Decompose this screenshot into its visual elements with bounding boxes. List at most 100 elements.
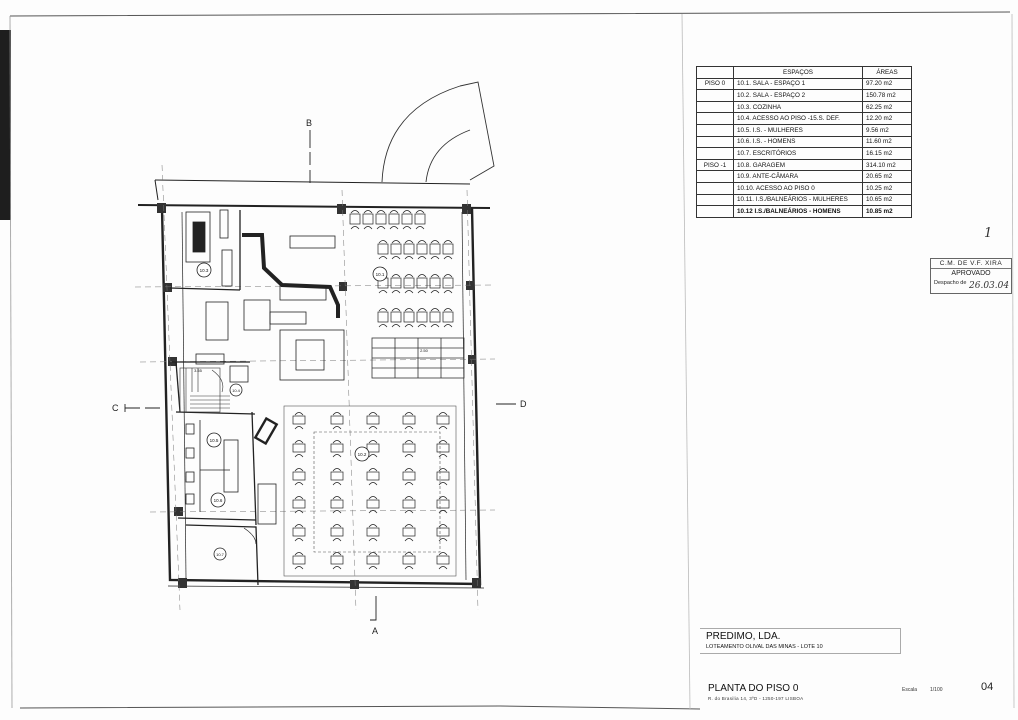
dining-table xyxy=(414,213,426,225)
chair xyxy=(404,256,414,260)
chair xyxy=(404,440,414,444)
table-cell-space: 10.9. ANTE-CÂMARA xyxy=(733,170,863,183)
table-cell-space: 10.4. ACESSO AO PISO -15.S. DEF. xyxy=(733,112,863,125)
chair xyxy=(332,510,342,514)
dining-table xyxy=(442,277,454,289)
dining-table xyxy=(416,311,428,323)
chair xyxy=(438,482,448,486)
chair xyxy=(415,210,425,214)
chair xyxy=(438,440,448,444)
table-cell-area: 20.65 m2 xyxy=(862,170,912,183)
room-label-10-6: 10.6 xyxy=(214,498,223,503)
table-header-space: ESPAÇOS xyxy=(733,66,863,79)
chair xyxy=(438,524,448,528)
dining-table xyxy=(403,277,415,289)
chair xyxy=(332,524,342,528)
dining-table xyxy=(330,555,344,565)
handwritten-sheet-mark: 1 xyxy=(984,226,993,241)
stamp-despacho: Despacho de xyxy=(931,279,1011,288)
company-name: PREDIMO, LDA. xyxy=(706,631,781,642)
dining-table xyxy=(429,277,441,289)
dining-table xyxy=(330,443,344,453)
section-label-b: B xyxy=(306,118,312,128)
dining-table xyxy=(292,443,306,453)
dining-table xyxy=(390,311,402,323)
title-block: PREDIMO, LDA. LOTEAMENTO OLIVAL DAS MINA… xyxy=(700,628,901,654)
scale-label: Escala xyxy=(902,687,918,693)
chair xyxy=(438,496,448,500)
chair xyxy=(332,552,342,556)
chair xyxy=(294,454,304,458)
chair xyxy=(438,538,448,542)
dining-table xyxy=(366,471,380,481)
dining-table xyxy=(402,471,416,481)
dining-table xyxy=(429,243,441,255)
table-cell-area: 62.25 m2 xyxy=(862,100,912,114)
dining-table xyxy=(436,555,450,565)
chair xyxy=(404,324,414,328)
table-cell-floor: PISO 0 xyxy=(696,77,734,91)
chair xyxy=(404,496,414,500)
chair xyxy=(404,538,414,542)
table-cell-space: 10.1. SALA - ESPAÇO 1 xyxy=(733,77,863,91)
dining-table xyxy=(349,213,361,225)
table-cell-space: 10.12 I.S./BALNEÁRIOS - HOMENS xyxy=(733,205,863,218)
chair xyxy=(443,274,453,278)
chair xyxy=(294,552,304,556)
dining-table xyxy=(402,499,416,509)
kitchen-equipment xyxy=(185,209,345,383)
chair xyxy=(391,290,401,294)
chair xyxy=(368,468,378,472)
chair xyxy=(404,482,414,486)
dining-table xyxy=(402,443,416,453)
chair xyxy=(404,240,414,244)
chair xyxy=(402,210,412,214)
stamp-date: 26.03.04 xyxy=(969,281,1010,291)
chair xyxy=(294,496,304,500)
dining-table xyxy=(429,311,441,323)
approval-stamp: C.M. DE V.F. XIRA APROVADO Despacho de 2… xyxy=(930,258,1012,294)
table-cell-floor xyxy=(696,123,734,137)
chair xyxy=(368,496,378,500)
table-cell-floor: PISO -1 xyxy=(696,158,734,172)
dining-table xyxy=(366,527,380,537)
chair xyxy=(368,538,378,542)
chair xyxy=(404,566,414,570)
chair xyxy=(443,256,453,260)
chair xyxy=(294,412,304,416)
chair xyxy=(438,566,448,570)
dining-table xyxy=(402,415,416,425)
table-cell-floor xyxy=(696,193,734,207)
office-door xyxy=(243,527,257,545)
chair xyxy=(438,412,448,416)
chair xyxy=(376,210,386,214)
chair xyxy=(438,454,448,458)
dining-table xyxy=(292,499,306,509)
dining-table xyxy=(330,499,344,509)
room-label-10-2: 10.2 xyxy=(358,452,367,457)
chair xyxy=(368,426,378,430)
dining-table xyxy=(366,499,380,509)
chair xyxy=(332,566,342,570)
chair xyxy=(368,524,378,528)
sheet-number: 04 xyxy=(981,681,994,693)
chair xyxy=(350,226,360,230)
chair xyxy=(294,482,304,486)
chair xyxy=(417,256,427,260)
chair xyxy=(332,440,342,444)
chair xyxy=(294,426,304,430)
table-header-area: ÁREAS xyxy=(862,66,912,79)
dining-table xyxy=(436,415,450,425)
table-cell-area: 97.20 m2 xyxy=(862,77,912,91)
chair xyxy=(404,308,414,312)
structural-grid xyxy=(134,164,496,611)
dining-table xyxy=(436,527,450,537)
chair xyxy=(404,552,414,556)
